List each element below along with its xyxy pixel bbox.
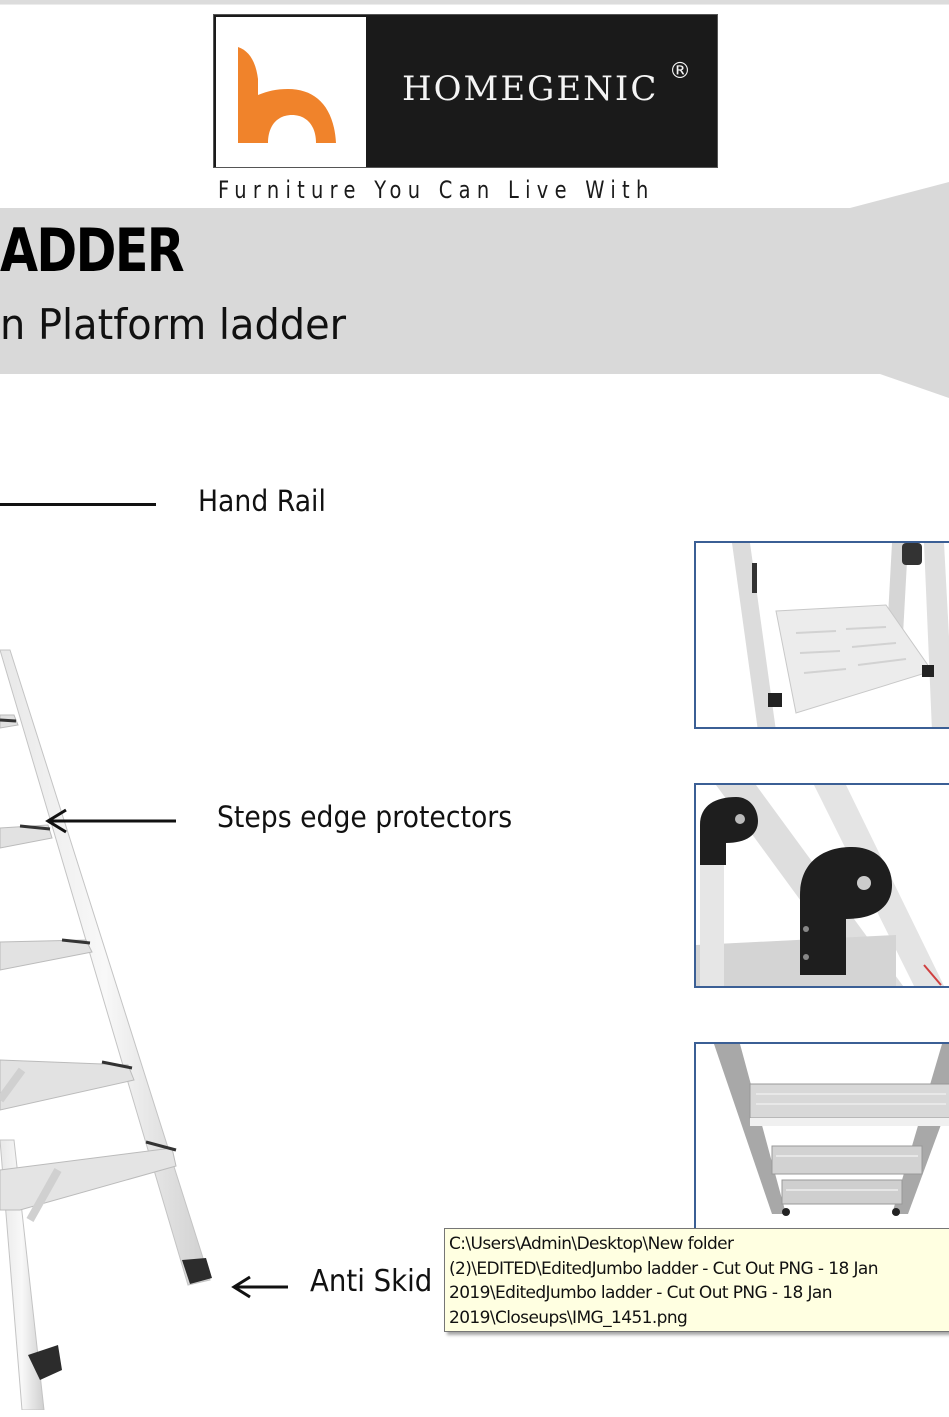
tooltip-line: (2)\EDITED\EditedJumbo ladder - Cut Out … bbox=[449, 1258, 878, 1279]
page-title: ADDER bbox=[0, 216, 185, 286]
registered-mark: ® bbox=[669, 59, 691, 84]
anti-skid-label: Anti Skid bbox=[310, 1264, 433, 1299]
page-subtitle: n Platform ladder bbox=[0, 300, 347, 349]
platform-step-closeup bbox=[694, 541, 949, 729]
tooltip-line: 2019\EditedJumbo ladder - Cut Out PNG - … bbox=[449, 1283, 832, 1303]
window-top-border bbox=[0, 0, 949, 5]
hand-rail-leader-line bbox=[0, 503, 156, 506]
logo-tagline: Furniture You Can Live With bbox=[218, 176, 655, 204]
ladder-image bbox=[0, 380, 260, 1414]
steps-closeup bbox=[694, 1042, 949, 1232]
hinge-closeup bbox=[694, 783, 949, 988]
title-banner bbox=[0, 182, 949, 398]
logo-brand-name: HOMEGENIC bbox=[402, 69, 659, 109]
anti-skid-arrow-icon bbox=[230, 1272, 290, 1306]
file-path-tooltip: C:\Users\Admin\Desktop\New folder (2)\ED… bbox=[444, 1228, 949, 1332]
tooltip-line: 2019\Closeups\IMG_1451.png bbox=[449, 1307, 688, 1328]
steps-edge-arrow-icon bbox=[44, 806, 178, 840]
steps-edge-protectors-label: Steps edge protectors bbox=[217, 800, 513, 834]
tooltip-line: C:\Users\Admin\Desktop\New folder bbox=[449, 1234, 734, 1254]
homegenic-logo: HOMEGENIC ® bbox=[213, 14, 718, 168]
logo-h-mark-icon bbox=[216, 17, 366, 167]
hand-rail-label: Hand Rail bbox=[198, 484, 326, 518]
